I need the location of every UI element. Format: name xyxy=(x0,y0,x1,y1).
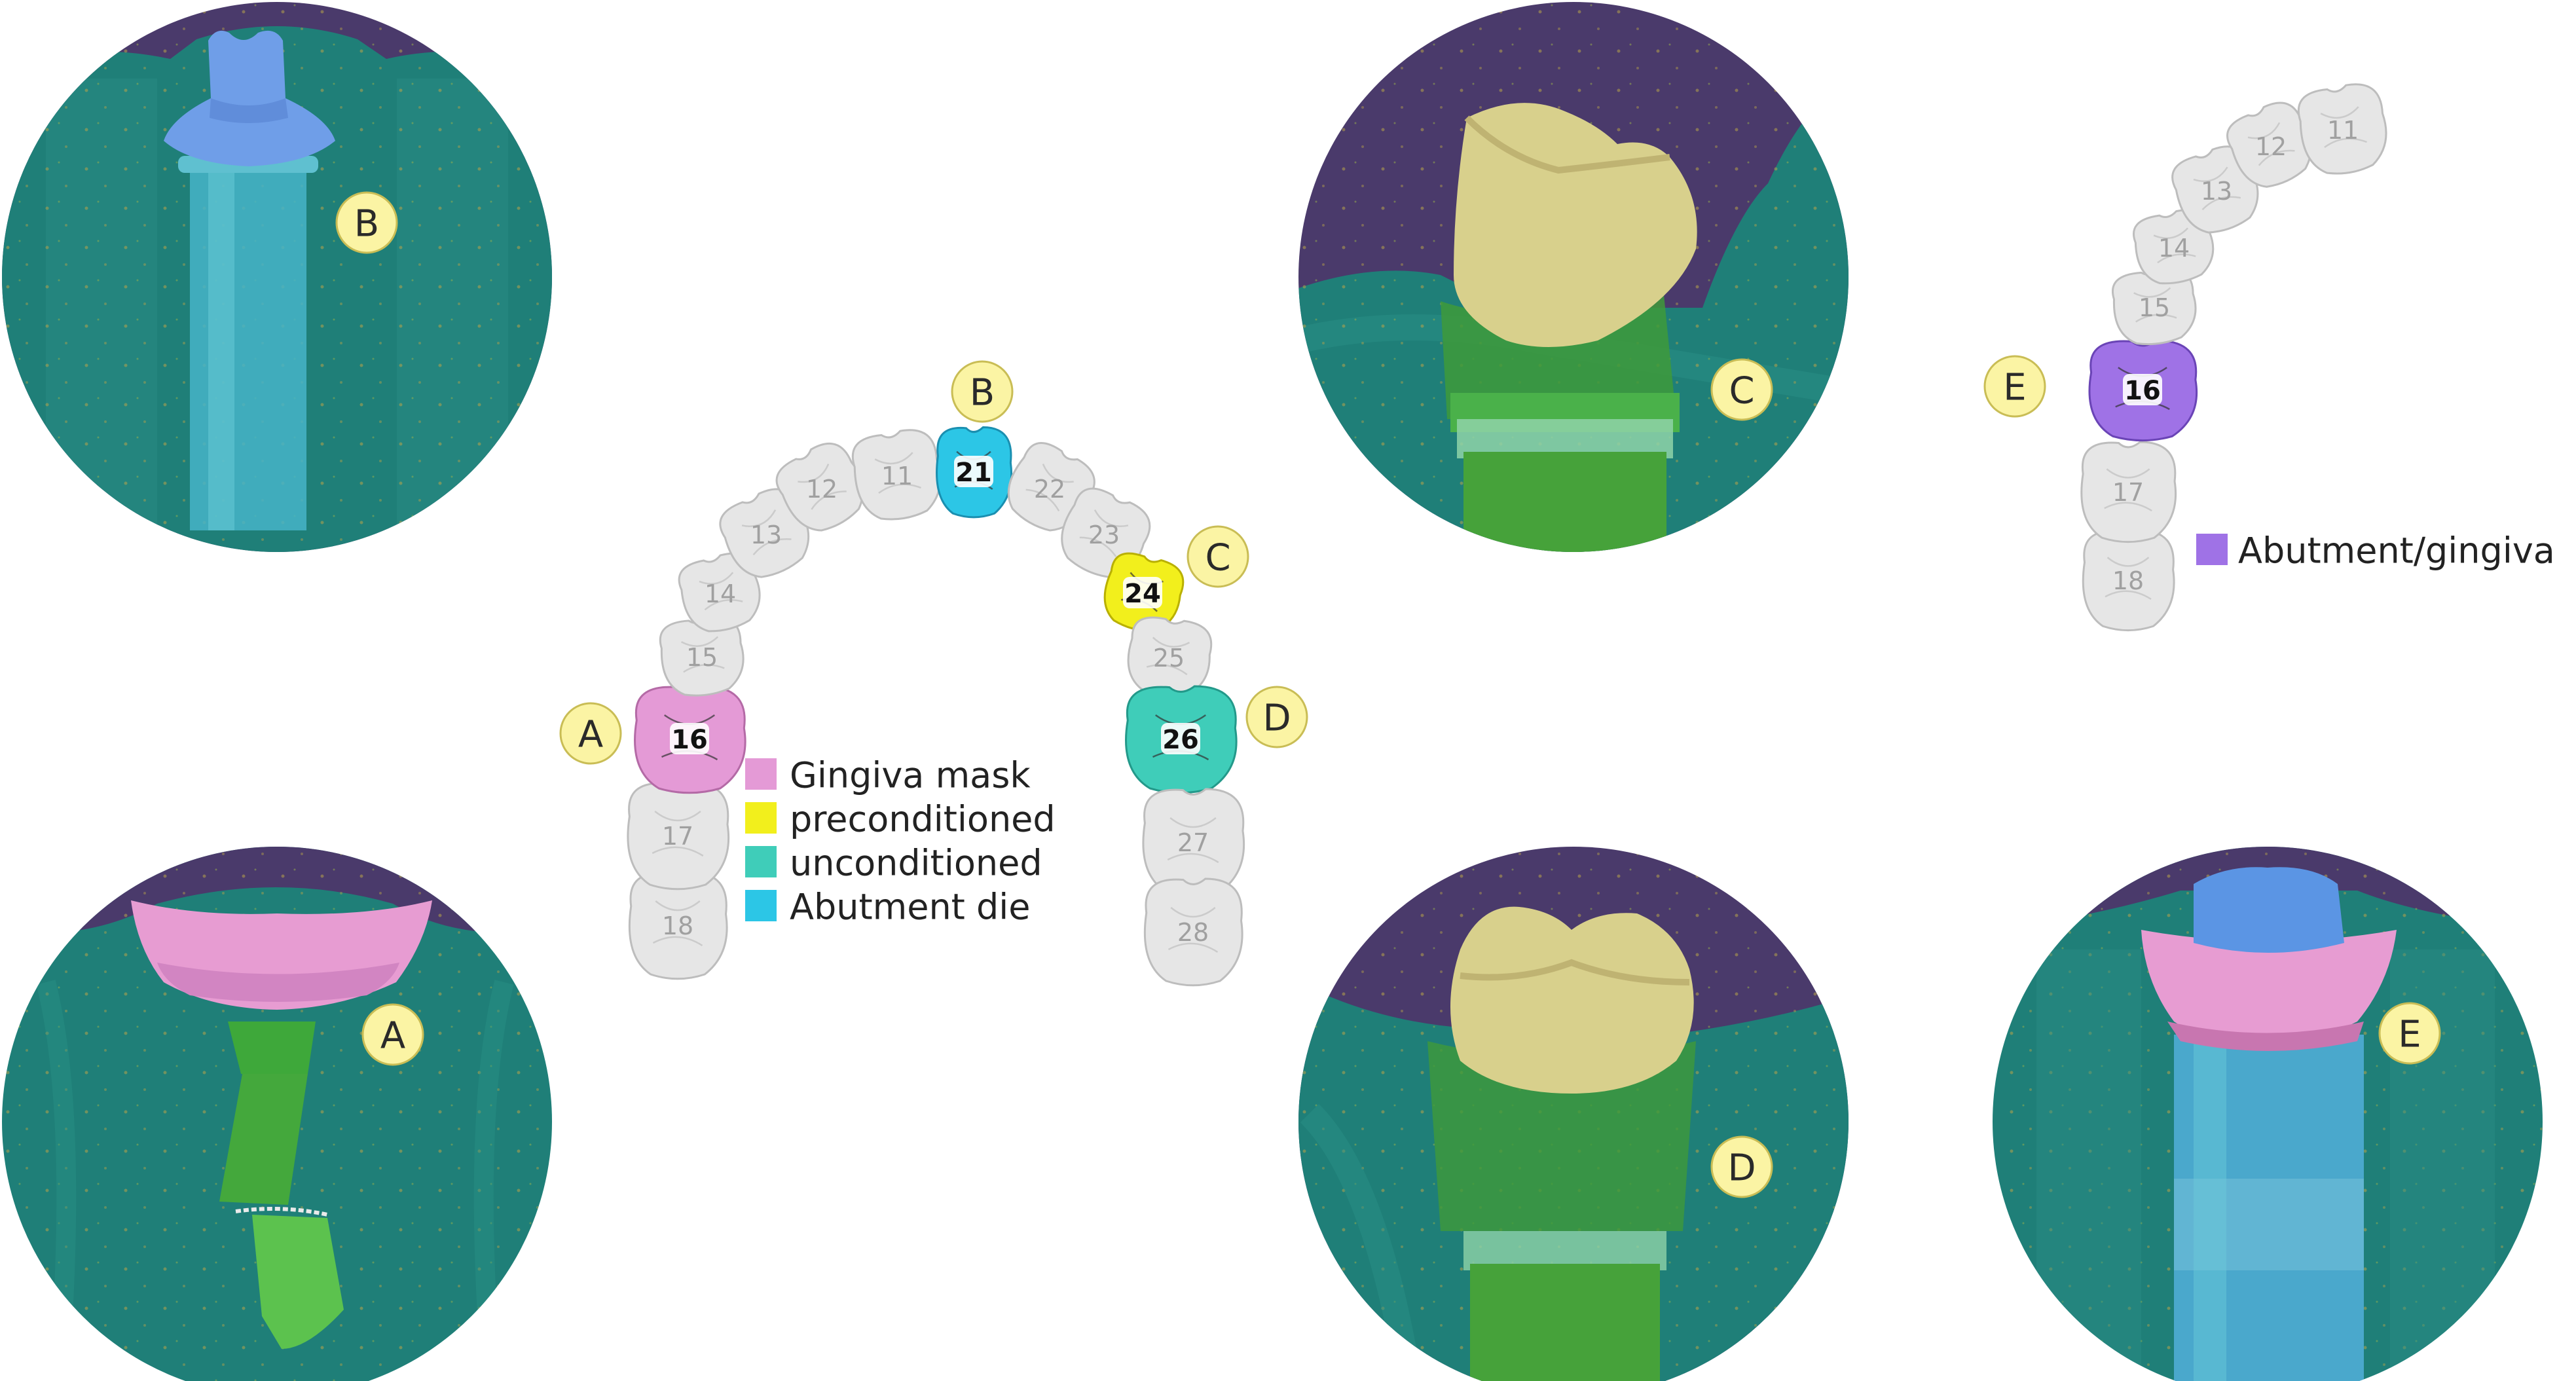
svg-text:unconditioned: unconditioned xyxy=(790,843,1042,884)
photo-c-label: C xyxy=(1729,370,1754,413)
main-tooth-24-label: 24 xyxy=(1124,579,1161,609)
main-tooth-16: 16 xyxy=(634,685,746,794)
main-tooth-27-label: 27 xyxy=(1177,828,1209,857)
right-legend: Abutment/gingiva xyxy=(2196,530,2555,572)
svg-text:Abutment die: Abutment die xyxy=(790,887,1031,928)
main-tooth-26-label: 26 xyxy=(1162,725,1199,755)
right-tooth-17: 17 xyxy=(2080,441,2177,543)
photo-b-label: B xyxy=(354,203,379,246)
main-tooth-11: 11 xyxy=(851,429,942,521)
main-tooth-12: 12 xyxy=(775,442,864,532)
right-tooth-15-shape xyxy=(2112,267,2197,346)
main-tooth-21-label: 21 xyxy=(955,458,992,488)
main-legend: Gingiva mask preconditioned unconditione… xyxy=(745,755,1056,928)
svg-text:E: E xyxy=(2003,367,2026,409)
main-tooth-25: 25 xyxy=(1127,616,1213,697)
main-tooth-24: 24 xyxy=(1103,552,1185,633)
main-tooth-28: 28 xyxy=(1143,877,1243,987)
svg-text:Gingiva mask: Gingiva mask xyxy=(790,755,1031,796)
main-tooth-28-shape xyxy=(1143,877,1243,987)
svg-text:B: B xyxy=(970,372,995,414)
main-tooth-11-label: 11 xyxy=(881,462,913,490)
svg-text:D: D xyxy=(1262,697,1291,740)
right-tooth-18-label: 18 xyxy=(2112,566,2144,595)
legend-item-gingiva-mask: Gingiva mask xyxy=(745,755,1031,796)
marker-d: D xyxy=(1245,686,1308,748)
main-tooth-15-shape xyxy=(659,616,745,697)
main-tooth-12-shape xyxy=(775,442,864,532)
marker-b: B xyxy=(951,360,1014,423)
legend-item-unconditioned: unconditioned xyxy=(745,843,1042,884)
svg-text:preconditioned: preconditioned xyxy=(790,799,1056,840)
right-tooth-15-label: 15 xyxy=(2139,293,2170,322)
right-tooth-14-label: 14 xyxy=(2158,234,2190,263)
main-tooth-15: 15 xyxy=(659,616,745,697)
right-tooth-17-label: 17 xyxy=(2112,478,2144,507)
right-dental-arch: 18 17 16 15 14 13 12 11 xyxy=(2080,83,2387,632)
right-tooth-17-shape xyxy=(2080,441,2177,543)
right-tooth-11: 11 xyxy=(2297,83,2387,175)
right-tooth-13-label: 13 xyxy=(2201,177,2232,206)
photo-b xyxy=(2,2,552,552)
svg-text:A: A xyxy=(578,714,603,756)
main-dental-arch: 18 17 16 15 14 13 12 11 21 22 23 24 25 26 27 28 xyxy=(627,426,1245,987)
photo-d-label: D xyxy=(1727,1147,1756,1190)
main-tooth-25-label: 25 xyxy=(1153,644,1185,672)
right-tooth-12-label: 12 xyxy=(2255,132,2287,161)
marker-a: A xyxy=(559,702,622,765)
photo-a-label: A xyxy=(380,1015,405,1058)
right-tooth-16: 16 xyxy=(2088,339,2198,442)
main-tooth-13-label: 13 xyxy=(750,521,782,549)
main-tooth-25-shape xyxy=(1127,616,1213,697)
right-tooth-12: 12 xyxy=(2226,101,2312,188)
main-tooth-16-label: 16 xyxy=(671,725,708,755)
main-tooth-22-label: 22 xyxy=(1034,475,1065,504)
right-tooth-16-label: 16 xyxy=(2124,376,2161,406)
main-tooth-17-label: 17 xyxy=(662,822,693,851)
right-tooth-18: 18 xyxy=(2082,529,2175,632)
photo-e-label: E xyxy=(2398,1014,2421,1056)
main-tooth-14-label: 14 xyxy=(705,580,736,608)
photo-c xyxy=(1298,2,1849,552)
photo-d xyxy=(1298,847,1849,1381)
main-tooth-18-label: 18 xyxy=(662,911,693,940)
main-tooth-26: 26 xyxy=(1125,685,1238,794)
right-tooth-11-shape xyxy=(2297,83,2387,175)
main-tooth-12-label: 12 xyxy=(806,475,837,504)
main-tooth-14: 14 xyxy=(678,552,761,633)
marker-e: E xyxy=(1983,355,2046,418)
main-tooth-17: 17 xyxy=(627,781,730,891)
right-tooth-15: 15 xyxy=(2112,267,2197,346)
main-tooth-15-label: 15 xyxy=(686,643,718,672)
right-tooth-11-label: 11 xyxy=(2327,116,2359,145)
main-tooth-27: 27 xyxy=(1142,788,1245,897)
photo-a xyxy=(2,847,552,1381)
legend-item-preconditioned: preconditioned xyxy=(745,799,1056,840)
legend-item-abutment-die: Abutment die xyxy=(745,887,1031,928)
photo-e xyxy=(1993,847,2543,1381)
main-tooth-21: 21 xyxy=(936,426,1013,519)
marker-c: C xyxy=(1187,525,1249,588)
right-tooth-13: 13 xyxy=(2171,145,2259,234)
right-tooth-14: 14 xyxy=(2133,209,2215,285)
legend-item-abutment-gingiva: Abutment/gingiva xyxy=(2238,530,2555,572)
svg-text:C: C xyxy=(1205,537,1230,580)
main-tooth-23-label: 23 xyxy=(1088,521,1120,549)
main-tooth-28-label: 28 xyxy=(1177,918,1209,947)
